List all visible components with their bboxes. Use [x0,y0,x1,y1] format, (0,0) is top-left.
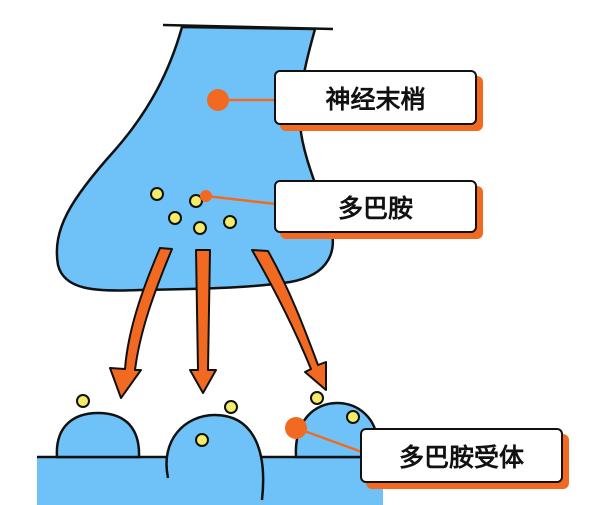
dopamine-molecule [346,410,360,424]
receptor-middle [166,415,264,505]
dopamine-molecule [76,394,90,408]
dopamine-molecule [189,194,203,208]
receptor-left [55,411,141,459]
release-arrow-right [251,249,327,391]
pointer-dot-dopamine [200,190,212,202]
pointer-line-receptor [295,426,363,454]
dopamine-molecule [193,221,207,235]
dopamine-molecule [310,391,324,405]
dopamine-molecule [168,211,182,225]
pointer-dot-receptor [285,417,307,439]
nerve-terminal-shape [55,25,335,292]
label-dopamine-receptor: 多巴胺受体 [360,428,563,483]
label-nerve-terminal: 神经末梢 [274,70,477,125]
dopamine-molecules [150,187,237,235]
release-arrow-left [109,247,173,399]
label-dopamine: 多巴胺 [274,180,477,233]
dopamine-molecule [224,400,238,414]
dopamine-molecule [150,187,164,201]
receptor-middle-outline [165,413,265,501]
dopamine-molecule [223,215,237,229]
pointer-line-dopamine [205,194,277,206]
axon-top-line [162,23,334,31]
release-arrow-middle [189,249,217,394]
dopamine-molecule [195,433,209,447]
pointer-dot-terminal [207,89,229,111]
